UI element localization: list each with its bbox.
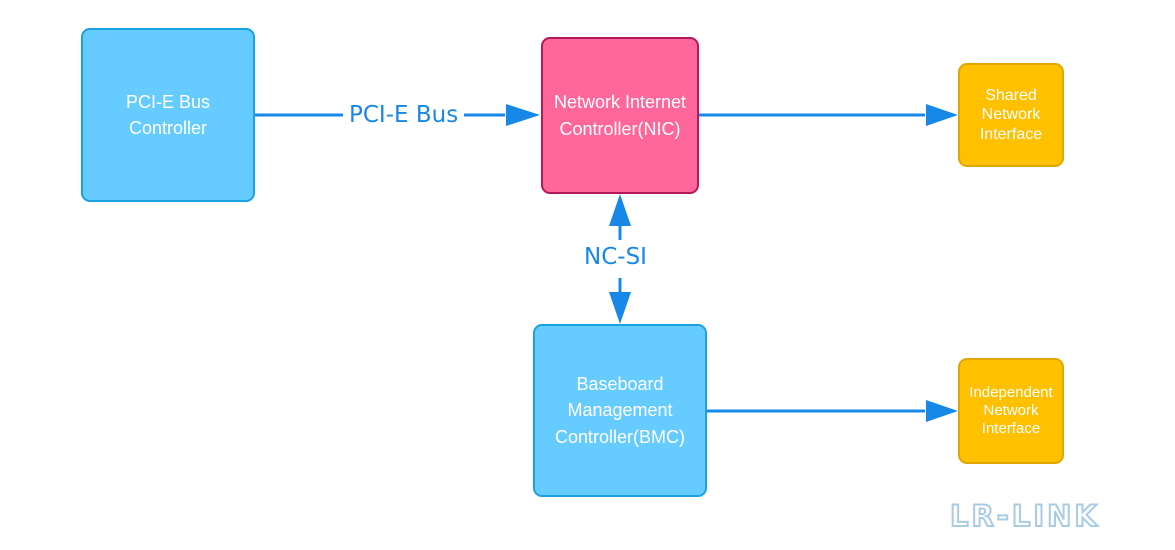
pcie-bus-arrowhead — [506, 104, 540, 126]
pcie-bus-controller-node: PCI-E Bus Controller — [81, 28, 255, 202]
ncsi-arrowhead-down — [609, 292, 631, 324]
shared-network-interface-label: Shared Network Interface — [979, 87, 1043, 143]
pcie-bus-controller-label: PCI-E Bus Controller — [125, 91, 211, 138]
ncsi-arrowhead-up — [609, 194, 631, 226]
nic-label: Network Internet Controller(NIC) — [553, 92, 687, 139]
independent-network-interface-label: Independent Network Interface — [969, 384, 1053, 437]
lr-link-logo: LR-LINK — [949, 499, 1100, 533]
nic-node: Network Internet Controller(NIC) — [541, 37, 699, 194]
pcie-bus-edge-label: PCI-E Bus — [343, 104, 465, 127]
bmc-label: Baseboard Management Controller(BMC) — [554, 374, 686, 447]
shared-network-interface-node: Shared Network Interface — [958, 63, 1064, 167]
nic-to-shared-arrowhead — [926, 104, 958, 126]
independent-network-interface-node: Independent Network Interface — [958, 358, 1064, 464]
bmc-node: Baseboard Management Controller(BMC) — [533, 324, 707, 497]
bmc-to-independent-arrowhead — [926, 400, 958, 422]
ncsi-edge-label: NC-SI — [580, 246, 651, 269]
